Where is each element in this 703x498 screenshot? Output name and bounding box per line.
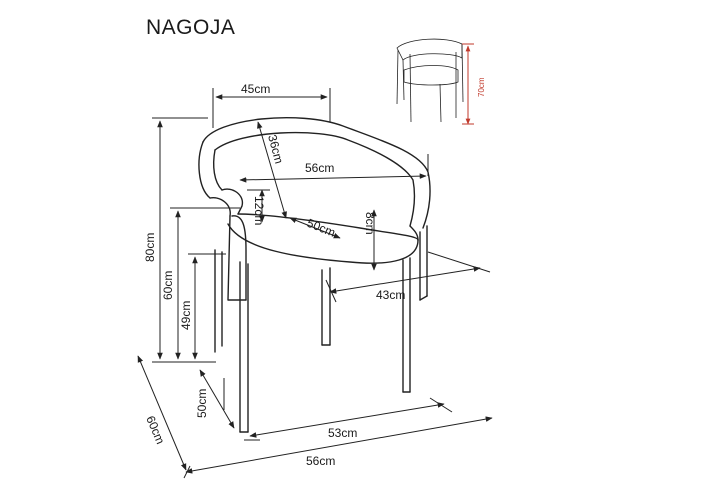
label-overall-width: 56cm [306,454,335,468]
label-seat-width: 43cm [376,288,405,302]
dimension-lines [137,88,493,479]
label-total-width: 56cm [305,161,334,175]
thumb-height-label: 70cm [477,77,486,97]
label-base-depth: 50cm [195,389,209,418]
label-total-height: 80cm [143,233,157,262]
label-armrest-height: 60cm [161,271,175,300]
label-seat-depth: 50cm [305,216,337,240]
thumbnail-chair: 70cm [396,38,486,125]
label-seat-thickness: 8cm [363,212,377,235]
label-back-width: 45cm [241,82,270,96]
label-base-width: 53cm [328,426,357,440]
product-title: NAGOJA [146,16,236,39]
label-armrest-above-seat: 12cm [252,196,266,225]
label-back-height: 36cm [265,133,286,165]
label-seat-height: 49cm [179,301,193,330]
